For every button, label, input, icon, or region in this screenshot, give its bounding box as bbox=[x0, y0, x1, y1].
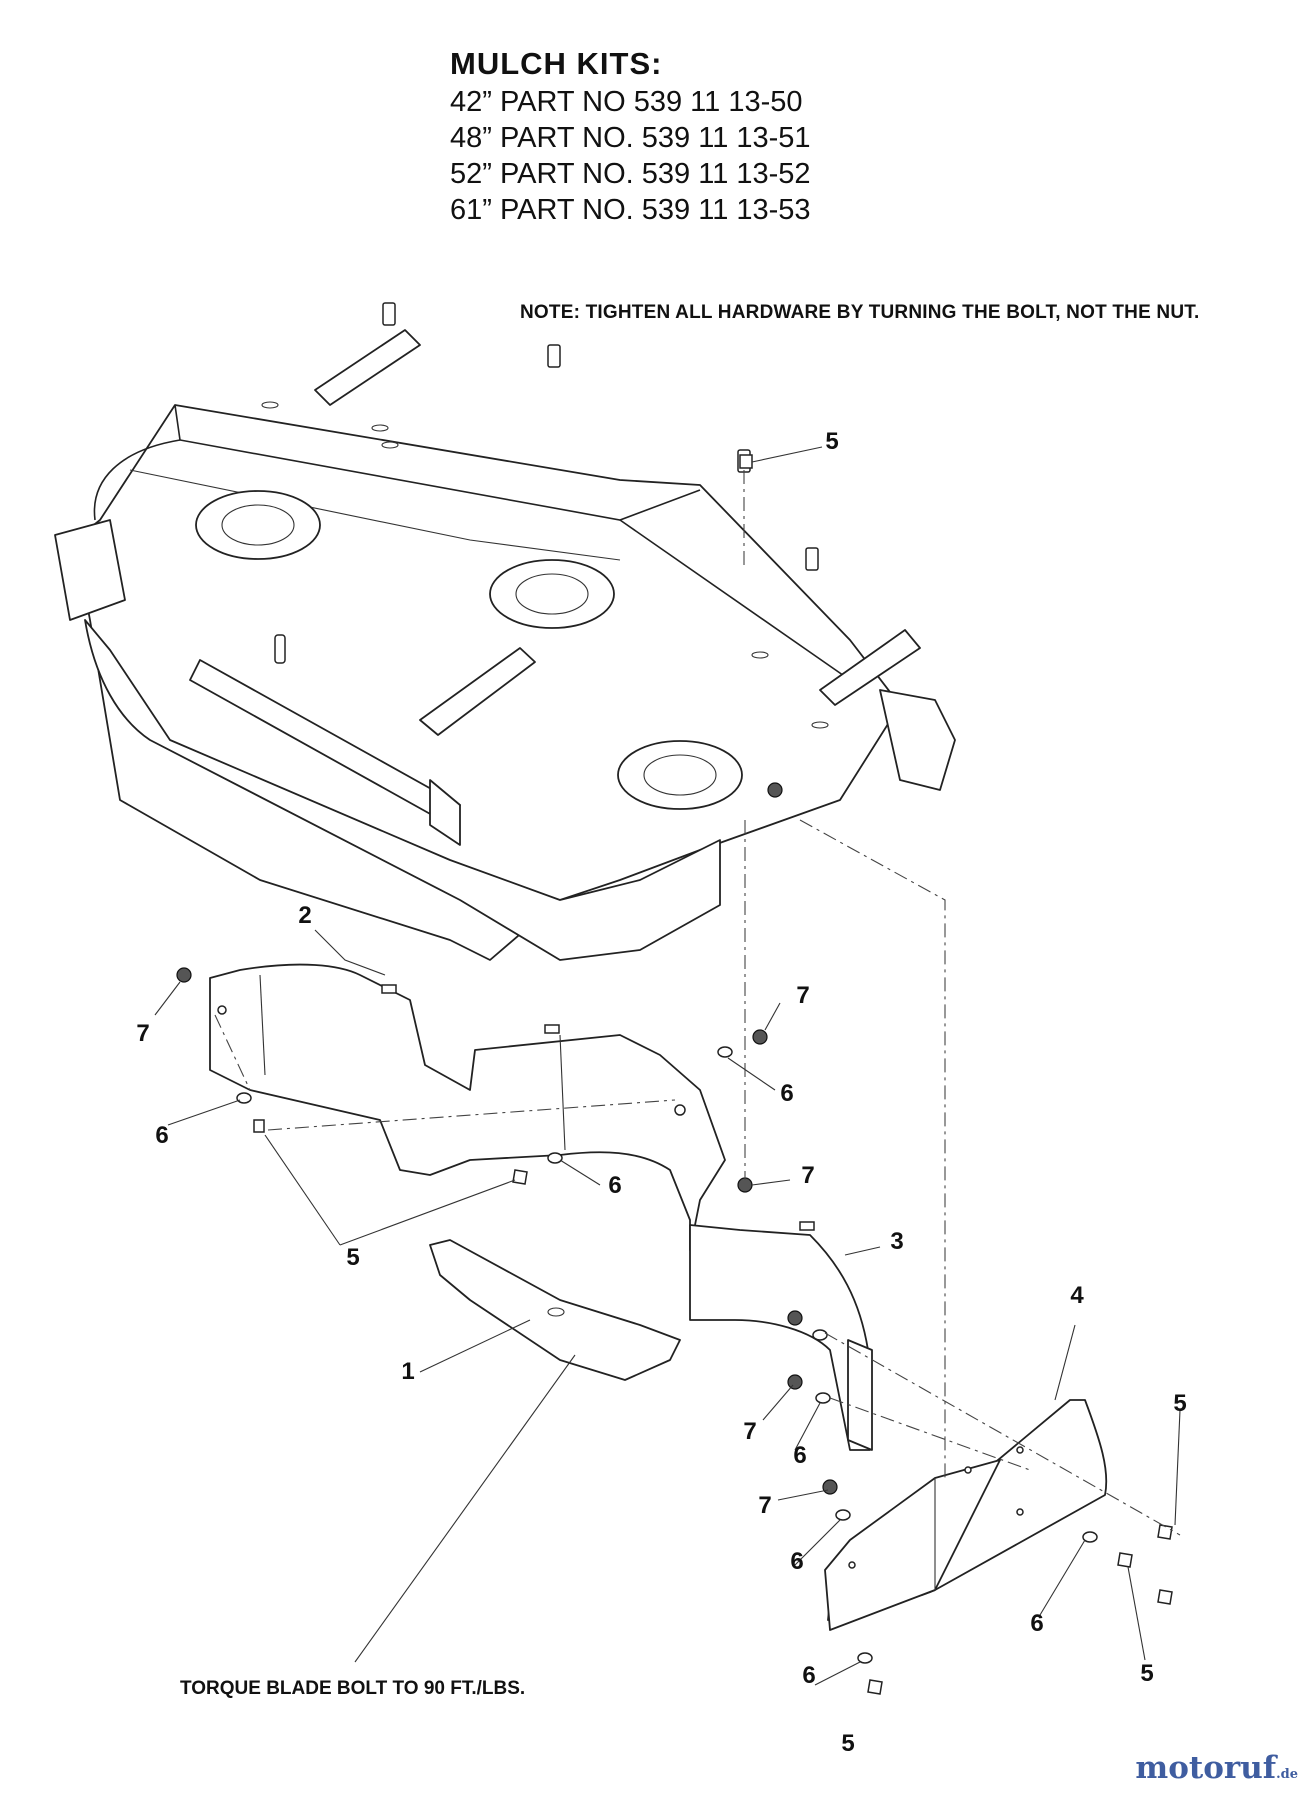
callout-7: 7 bbox=[136, 1020, 150, 1047]
kit-61-part-number: 61” PART NO. 539 11 13-53 bbox=[450, 194, 811, 226]
callout-6: 6 bbox=[780, 1080, 794, 1107]
mulch-kits-title: MULCH KITS: bbox=[450, 46, 663, 81]
callout-6: 6 bbox=[608, 1172, 622, 1199]
callout-4: 4 bbox=[1070, 1282, 1084, 1309]
assembly-lines bbox=[214, 470, 1181, 1536]
callout-6: 6 bbox=[1030, 1610, 1044, 1637]
callout-6: 6 bbox=[155, 1122, 169, 1149]
blade-part-1 bbox=[429, 1239, 681, 1381]
mower-deck bbox=[54, 302, 956, 961]
callout-7: 7 bbox=[758, 1492, 772, 1519]
baffle-part-2 bbox=[209, 963, 726, 1251]
callout-7: 7 bbox=[801, 1162, 815, 1189]
callout-5: 5 bbox=[1140, 1660, 1154, 1687]
callout-7: 7 bbox=[743, 1418, 757, 1445]
callout-6: 6 bbox=[793, 1442, 807, 1469]
hardware-note: NOTE: TIGHTEN ALL HARDWARE BY TURNING TH… bbox=[520, 302, 1200, 323]
watermark-name: motoruf bbox=[1135, 1750, 1277, 1786]
callout-5: 5 bbox=[841, 1730, 855, 1757]
watermark-suffix: .de bbox=[1276, 1767, 1298, 1782]
callout-2: 2 bbox=[298, 902, 312, 929]
kit-48-part-number: 48” PART NO. 539 11 13-51 bbox=[450, 122, 811, 154]
callout-5: 5 bbox=[825, 428, 839, 455]
baffle-part-4 bbox=[824, 1399, 1108, 1631]
callout-3: 3 bbox=[890, 1228, 904, 1255]
callout-7: 7 bbox=[796, 982, 810, 1009]
baffle-part-3 bbox=[689, 1221, 873, 1451]
watermark-logo: motoruf.de bbox=[1135, 1750, 1298, 1786]
leader-lines bbox=[154, 446, 1181, 1686]
hardware bbox=[176, 454, 1173, 1695]
callout-6: 6 bbox=[802, 1662, 816, 1689]
kit-52-part-number: 52” PART NO. 539 11 13-52 bbox=[450, 158, 811, 190]
callout-5: 5 bbox=[1173, 1390, 1187, 1417]
callout-5: 5 bbox=[346, 1244, 360, 1271]
torque-note: TORQUE BLADE BOLT TO 90 FT./LBS. bbox=[180, 1678, 526, 1699]
callout-1: 1 bbox=[401, 1358, 415, 1385]
kit-42-part-number: 42” PART NO 539 11 13-50 bbox=[450, 86, 803, 118]
mulch-kits-header: MULCH KITS: 42” PART NO 539 11 13-50 48”… bbox=[450, 44, 811, 228]
callout-6: 6 bbox=[790, 1548, 804, 1575]
